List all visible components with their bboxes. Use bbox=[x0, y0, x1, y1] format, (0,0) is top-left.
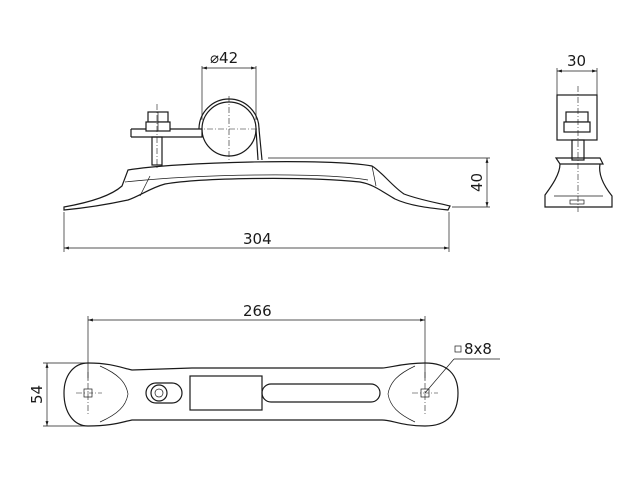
dim-overall-length-label: 304 bbox=[243, 230, 272, 248]
dim-pipe-diameter: ⌀42 bbox=[201, 49, 257, 120]
dim-side-width-label: 30 bbox=[567, 52, 586, 70]
dim-square-hole: 8x8 bbox=[424, 340, 500, 394]
dim-height: 40 bbox=[268, 157, 490, 208]
side-view bbox=[544, 86, 613, 212]
dim-width: 54 bbox=[28, 362, 86, 427]
dim-width-label: 54 bbox=[28, 385, 46, 404]
dim-side-width: 30 bbox=[556, 52, 598, 95]
top-view bbox=[63, 362, 459, 427]
dim-hole-spacing: 266 bbox=[87, 302, 426, 380]
front-view bbox=[63, 96, 451, 211]
dim-pipe-diameter-label: ⌀42 bbox=[210, 49, 238, 67]
dim-square-hole-label: 8x8 bbox=[464, 340, 492, 358]
dim-hole-spacing-label: 266 bbox=[243, 302, 272, 320]
dim-height-label: 40 bbox=[468, 173, 486, 192]
dim-overall-length: 304 bbox=[63, 212, 450, 252]
